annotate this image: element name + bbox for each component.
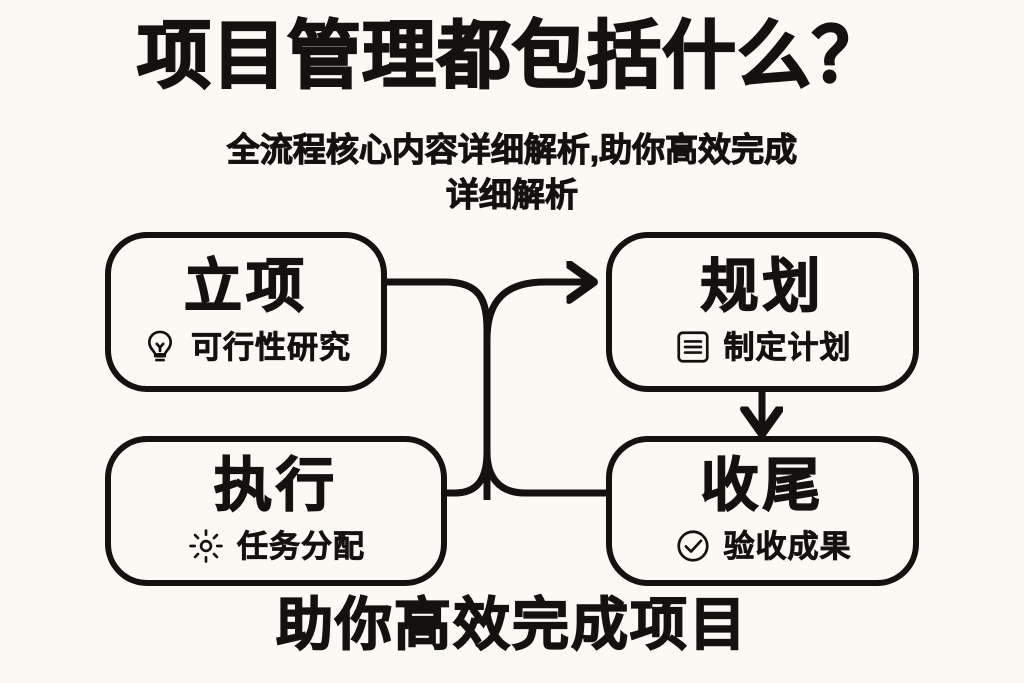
connector-zhixing-to-shouwei — [443, 448, 610, 497]
flow-node-title: 立项 — [183, 254, 308, 319]
flow-node-title: 规划 — [700, 254, 825, 319]
lightbulb-icon — [141, 328, 179, 366]
subtitle-line-1: 全流程核心内容详细解析,助你高效完成 — [226, 131, 798, 169]
page-title: 项目管理都包括什么？ — [136, 14, 887, 97]
subtitle-line-2: 详细解析 — [446, 175, 579, 213]
flow-node-subtext: 任务分配 — [237, 528, 365, 564]
check-circle-icon — [674, 527, 712, 565]
flow-node-subtext: 可行性研究 — [191, 329, 351, 365]
page-subtitle: 全流程核心内容详细解析,助你高效完成 详细解析 — [90, 128, 934, 217]
flow-node-subline: 验收成果 — [674, 527, 852, 565]
gear-icon — [187, 527, 225, 565]
flow-node-subline: 任务分配 — [187, 527, 365, 565]
flow-node-title: 收尾 — [700, 453, 825, 518]
document-list-icon — [674, 328, 712, 366]
connector-liuxiang-to-guihua — [383, 282, 588, 344]
flow-node-guihua[interactable]: 规划 制定计划 — [606, 232, 919, 392]
flow-node-subline: 制定计划 — [674, 328, 852, 366]
flow-node-shouwei[interactable]: 收尾 验收成果 — [606, 436, 919, 586]
footer-tagline: 助你高效完成项目 — [275, 593, 748, 657]
flow-node-title: 执行 — [213, 453, 338, 518]
flow-node-subline: 可行性研究 — [141, 328, 351, 366]
flow-node-subtext: 制定计划 — [723, 329, 852, 365]
flow-node-liuxiang[interactable]: 立项 可行性研究 — [105, 232, 387, 392]
flow-node-zhixing[interactable]: 执行 任务分配 — [105, 436, 447, 586]
flow-node-subtext: 验收成果 — [723, 528, 852, 564]
